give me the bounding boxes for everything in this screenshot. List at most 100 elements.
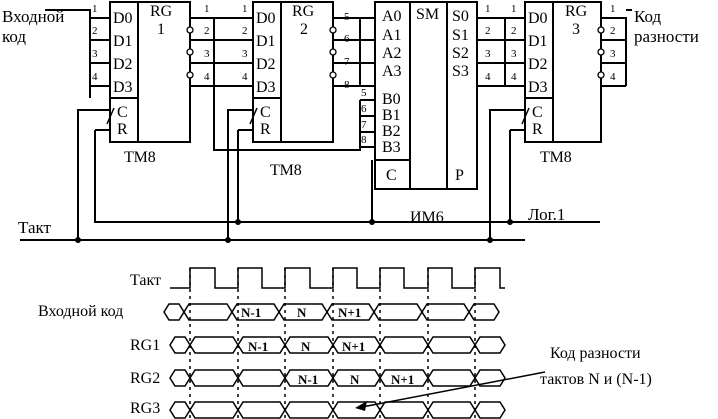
- svg-text:D1: D1: [256, 33, 276, 50]
- rg2-header: RG: [292, 3, 315, 20]
- svg-text:R: R: [117, 121, 128, 138]
- bus-segment: [379, 336, 429, 354]
- svg-text:D2: D2: [256, 56, 276, 73]
- adder-to-rg3-bus: 1 2 3 4 1 2 3 4: [477, 3, 525, 87]
- register-rg2: RG 2 D0 D1 D2 D3 C R ТМ8: [249, 1, 334, 179]
- bus-segment: [427, 369, 476, 387]
- svg-text:2: 2: [610, 25, 616, 37]
- rg2-to-adder-bus: 5 6 7 8 5 6 7 8: [329, 11, 375, 148]
- svg-text:1: 1: [511, 3, 517, 15]
- bus-segment: [169, 369, 191, 387]
- svg-text:N+1: N+1: [342, 339, 365, 354]
- svg-text:N-1: N-1: [248, 339, 268, 354]
- svg-text:4: 4: [511, 71, 517, 83]
- svg-text:5: 5: [344, 11, 350, 23]
- svg-text:N+1: N+1: [391, 372, 414, 387]
- adder-type: ИМ6: [410, 209, 444, 226]
- svg-text:N-1: N-1: [241, 305, 261, 320]
- timing-row-rg1: RG1: [130, 337, 160, 354]
- svg-text:A3: A3: [382, 63, 402, 80]
- logic-one-label: Лог.1: [528, 205, 565, 224]
- svg-text:N: N: [350, 372, 360, 387]
- bus-segment: [189, 401, 239, 419]
- annotation-line2: тактов N и (N-1): [540, 371, 652, 388]
- bus-segment: [284, 401, 334, 419]
- svg-text:2: 2: [204, 25, 210, 37]
- svg-text:3: 3: [610, 48, 616, 60]
- difference-code-label-line2: разности: [634, 27, 699, 46]
- rg1-to-rg2-bus: 1 2 3 4 1 2 3 4: [186, 3, 361, 151]
- adder-sm: SM A0 A1 A2 A3 B0 B1 B2 B3 C P S0 S1 S2 …: [374, 1, 478, 226]
- difference-code-label-line1: Код: [634, 7, 662, 26]
- svg-text:1: 1: [204, 3, 210, 15]
- bus-segment: [427, 336, 476, 354]
- svg-text:D2: D2: [113, 56, 133, 73]
- bus-segment: [169, 401, 191, 419]
- svg-text:D0: D0: [113, 10, 133, 27]
- timing-row-rg3: RG3: [130, 400, 160, 417]
- svg-text:N: N: [297, 305, 307, 320]
- svg-text:2: 2: [92, 25, 98, 37]
- svg-text:4: 4: [485, 71, 491, 83]
- bus-segment: [468, 303, 500, 321]
- bus-segment: [421, 303, 470, 321]
- svg-text:D0: D0: [256, 10, 276, 27]
- bus-segment: [373, 303, 423, 321]
- svg-text:N: N: [301, 339, 311, 354]
- rg3-index: 3: [572, 21, 580, 38]
- svg-text:A0: A0: [382, 8, 402, 25]
- svg-text:S3: S3: [452, 63, 469, 80]
- svg-text:1: 1: [242, 3, 248, 15]
- rg3-type: ТМ8: [540, 149, 572, 166]
- svg-text:C: C: [260, 104, 271, 121]
- adder-carry-in: C: [386, 167, 397, 184]
- svg-text:N-1: N-1: [298, 372, 318, 387]
- annotation-line1: Код разности: [550, 345, 641, 362]
- svg-text:3: 3: [204, 48, 210, 60]
- bus-segment: [474, 369, 506, 387]
- svg-text:D1: D1: [113, 33, 133, 50]
- svg-text:C: C: [532, 104, 543, 121]
- svg-text:A1: A1: [382, 27, 402, 44]
- output-bus: 1 2 3 4: [597, 3, 632, 87]
- rg1-type: ТМ8: [124, 149, 156, 166]
- svg-text:2: 2: [511, 25, 517, 37]
- svg-text:4: 4: [610, 71, 616, 83]
- svg-text:5: 5: [361, 87, 367, 99]
- svg-text:6: 6: [361, 103, 367, 115]
- input-bus: 1 2 3 4: [45, 3, 110, 98]
- svg-text:8: 8: [344, 79, 350, 91]
- svg-text:R: R: [532, 121, 543, 138]
- svg-text:D3: D3: [528, 79, 548, 96]
- clock-label: Такт: [18, 218, 52, 237]
- svg-text:6: 6: [344, 33, 350, 45]
- svg-text:B3: B3: [382, 139, 401, 156]
- svg-text:C: C: [117, 104, 128, 121]
- bus-segment: [427, 401, 476, 419]
- bus-segment: [169, 336, 191, 354]
- svg-text:3: 3: [511, 48, 517, 60]
- rg2-type: ТМ8: [270, 162, 302, 179]
- bus-segment: [183, 303, 233, 321]
- timing-row-input: Входной код: [38, 303, 123, 320]
- svg-text:S2: S2: [452, 45, 469, 62]
- input-code-label-line2: код: [2, 27, 26, 46]
- svg-text:4: 4: [204, 71, 210, 83]
- svg-text:S1: S1: [452, 27, 469, 44]
- svg-text:D0: D0: [528, 10, 548, 27]
- bus-segment: [379, 401, 429, 419]
- bus-segment: [163, 303, 185, 321]
- timing-diagram: Такт Входной код RG1 RG2 RG3 N-1 N N+1 N…: [38, 267, 652, 419]
- svg-text:2: 2: [242, 25, 248, 37]
- svg-text:1: 1: [485, 3, 491, 15]
- bus-segment: [189, 369, 239, 387]
- control-wiring: [20, 109, 600, 243]
- timing-row-rg2: RG2: [130, 370, 160, 387]
- svg-text:1: 1: [92, 3, 98, 15]
- svg-text:D1: D1: [528, 33, 548, 50]
- svg-text:S0: S0: [452, 8, 469, 25]
- svg-text:A2: A2: [382, 45, 402, 62]
- svg-text:D2: D2: [528, 56, 548, 73]
- svg-text:D3: D3: [113, 79, 133, 96]
- bus-segment: [474, 401, 506, 419]
